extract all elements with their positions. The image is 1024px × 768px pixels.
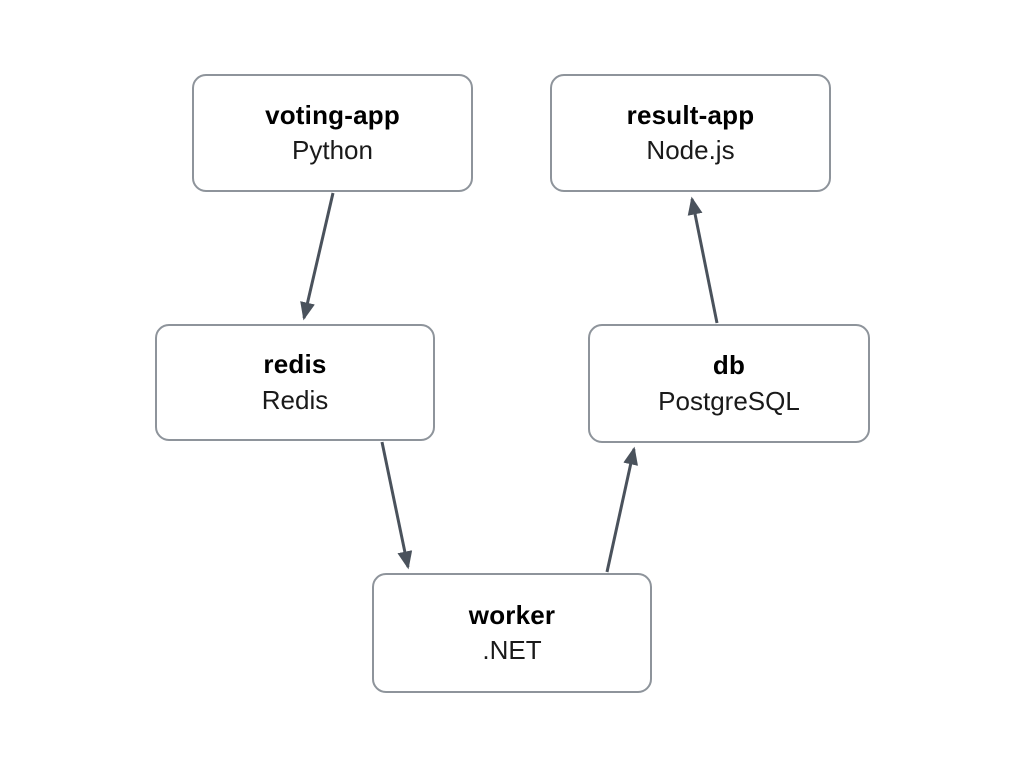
node-worker-name: worker bbox=[468, 599, 556, 630]
edge-redis-to-worker bbox=[380, 441, 413, 570]
edge-worker-to-db bbox=[605, 446, 638, 573]
node-result-app: result-app Node.js bbox=[550, 74, 831, 192]
edge-db-to-result-app bbox=[687, 196, 719, 324]
node-voting-app: voting-app Python bbox=[192, 74, 473, 192]
node-redis-name: redis bbox=[263, 349, 327, 380]
node-redis: redis Redis bbox=[155, 324, 435, 441]
node-result-app-name: result-app bbox=[626, 99, 755, 130]
node-worker-tech: .NET bbox=[482, 635, 542, 665]
edge-voting-app-to-redis bbox=[300, 192, 335, 321]
node-db: db PostgreSQL bbox=[588, 324, 870, 443]
node-worker: worker .NET bbox=[372, 573, 652, 693]
node-voting-app-tech: Python bbox=[292, 135, 373, 165]
node-db-tech: PostgreSQL bbox=[658, 385, 800, 416]
node-redis-tech: Redis bbox=[261, 384, 329, 415]
node-voting-app-name: voting-app bbox=[265, 99, 400, 130]
node-db-name: db bbox=[712, 350, 746, 381]
node-result-app-tech: Node.js bbox=[646, 135, 735, 165]
